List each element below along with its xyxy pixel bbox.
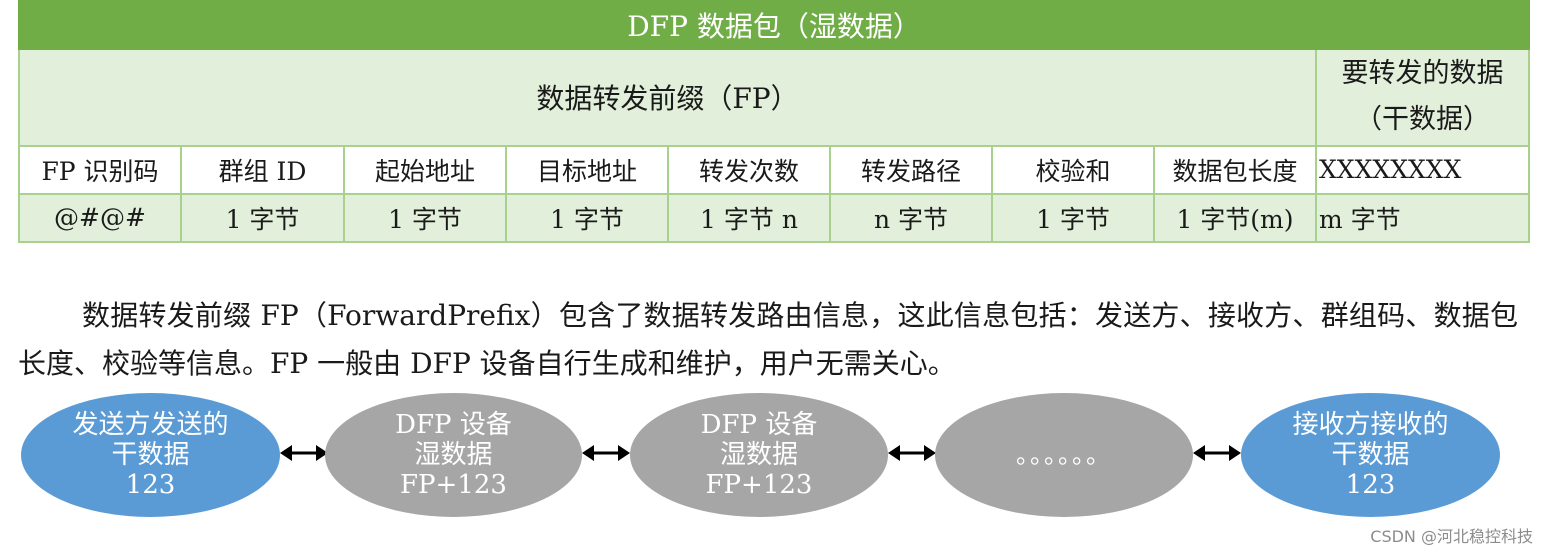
- description-paragraph: 数据转发前缀 FP（ForwardPrefix）包含了数据转发路由信息，这此信息…: [18, 299, 1518, 380]
- size-forward-count: 1 字节 n: [667, 192, 831, 244]
- field-forward-count: 转发次数: [667, 144, 831, 195]
- field-forward-path: 转发路径: [829, 144, 993, 195]
- double-arrow-icon: [1193, 445, 1241, 461]
- flow-node-dfp1-line3: FP+123: [400, 470, 507, 500]
- flow-node-receiver-line2: 干数据: [1331, 440, 1410, 470]
- size-checksum: 1 字节: [991, 192, 1155, 244]
- double-arrow-icon: [280, 445, 328, 461]
- payload-group-line2: （干数据）: [1355, 104, 1491, 136]
- table-title: DFP 数据包（湿数据）: [17, 0, 1531, 51]
- payload-group: 要转发的数据 （干数据）: [1314, 48, 1531, 147]
- watermark: CSDN @河北稳控科技: [1370, 527, 1533, 546]
- flow-node-dfp2-line1: DFP 设备: [700, 410, 818, 440]
- flow-node-receiver-line1: 接收方接收的: [1292, 410, 1449, 440]
- flow-node-dfp1-line2: 湿数据: [414, 440, 493, 470]
- flow-node-dfp-device-1: DFP 设备 湿数据 FP+123: [325, 393, 582, 517]
- flow-node-receiver-line3: 123: [1345, 470, 1396, 500]
- flow-node-sender-line1: 发送方发送的: [72, 410, 229, 440]
- flow-node-ellipsis: 。。。。。。: [935, 393, 1193, 517]
- double-arrow-icon: [582, 445, 630, 461]
- double-arrow-icon: [888, 445, 936, 461]
- field-payload: XXXXXXXX: [1314, 144, 1531, 195]
- flow-node-ellipsis-text: 。。。。。。: [1016, 441, 1112, 469]
- size-group-id: 1 字节: [180, 192, 345, 244]
- size-payload: m 字节: [1314, 192, 1531, 244]
- flow-node-dfp1-line1: DFP 设备: [395, 410, 512, 440]
- flow-node-receiver: 接收方接收的 干数据 123: [1241, 393, 1500, 517]
- field-packet-length: 数据包长度: [1153, 144, 1317, 195]
- size-start-address: 1 字节: [343, 192, 507, 244]
- size-packet-length: 1 字节(m): [1153, 192, 1317, 244]
- forward-prefix-group: 数据转发前缀（FP）: [18, 48, 1317, 147]
- flow-node-dfp-device-2: DFP 设备 湿数据 FP+123: [630, 393, 888, 517]
- size-forward-path: n 字节: [829, 192, 993, 244]
- field-checksum: 校验和: [991, 144, 1155, 195]
- flow-node-sender-line3: 123: [125, 470, 176, 500]
- packet-structure-table: DFP 数据包（湿数据） 数据转发前缀（FP） 要转发的数据 （干数据） FP …: [17, 0, 1531, 244]
- size-target-address: 1 字节: [505, 192, 669, 244]
- flow-node-dfp2-line3: FP+123: [705, 470, 813, 500]
- flow-node-dfp2-line2: 湿数据: [719, 440, 798, 470]
- field-fp-id: FP 识别码: [18, 144, 182, 195]
- flow-node-sender: 发送方发送的 干数据 123: [21, 393, 280, 517]
- field-target-address: 目标地址: [505, 144, 669, 195]
- field-start-address: 起始地址: [343, 144, 507, 195]
- payload-group-line1: 要转发的数据: [1341, 58, 1504, 90]
- field-group-id: 群组 ID: [180, 144, 345, 195]
- size-fp-id: @#@#: [18, 192, 182, 244]
- flow-node-sender-line2: 干数据: [111, 440, 190, 470]
